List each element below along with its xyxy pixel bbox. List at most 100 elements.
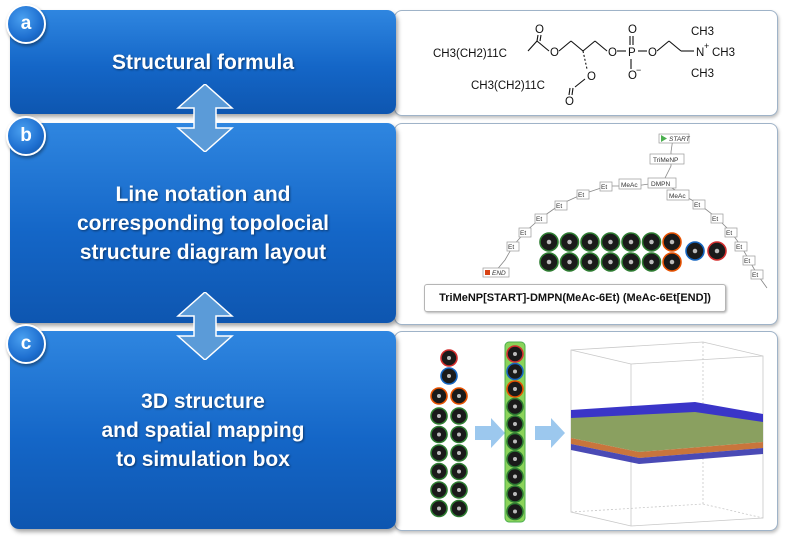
column-bead-core: [457, 414, 461, 418]
column-bead-core: [457, 506, 461, 511]
formula-O-ester2: O: [587, 71, 596, 83]
node-et-7: Et: [694, 202, 700, 209]
column-bead-head-core: [447, 356, 451, 360]
bead-column-right: [506, 345, 524, 521]
grid-bead-core: [587, 239, 593, 245]
formula-O-phos-bottom: O: [628, 70, 637, 82]
column-bead-core: [513, 439, 517, 444]
structural-formula-panel: CH3(CH2)11C CH3(CH2)11C O O O O O O P O …: [394, 10, 778, 116]
column-bead-blue-core: [447, 374, 451, 378]
badge-b: b: [6, 116, 46, 156]
formula-plus: +: [704, 41, 709, 51]
node-et-6: Et: [508, 244, 514, 251]
badge-a-letter: a: [20, 13, 32, 34]
node-et-12: Et: [752, 272, 758, 279]
column-bead-core: [437, 488, 441, 492]
column-bead-core: [437, 432, 441, 437]
formula-O-bottom: O: [565, 96, 574, 108]
column-bead-core: [513, 474, 517, 479]
node-et-3: Et: [556, 203, 562, 210]
grid-bead-core: [669, 239, 675, 245]
column-bead-core: [437, 469, 441, 474]
node-et-8: Et: [712, 216, 718, 223]
panel-c: 3D structure and spatial mapping to simu…: [10, 331, 396, 529]
formula-O-ester1: O: [550, 47, 559, 59]
arrow-right-1: [475, 418, 505, 448]
column-bead-core: [513, 492, 517, 496]
node-meac-left: MeAc: [621, 182, 638, 189]
grid-bead-core: [567, 239, 572, 245]
panel-b-label: Line notation and corresponding topoloci…: [76, 182, 329, 264]
formula-methyl-top: CH3: [691, 26, 714, 38]
badge-a: a: [6, 4, 46, 44]
line-notation-text: TriMeNP[START]-DMPN(MeAc-6Et) (MeAc-6Et[…: [439, 292, 711, 304]
badge-b-letter: b: [20, 125, 32, 146]
column-bead-core: [457, 488, 461, 492]
grid-bead-core: [608, 259, 613, 265]
badge-c-letter: c: [20, 333, 32, 354]
column-bead-core: [513, 457, 517, 461]
column-bead-core: [513, 509, 517, 514]
node-trimenp: TriMeNP: [653, 157, 678, 164]
line-notation-box: TriMeNP[START]-DMPN(MeAc-6Et) (MeAc-6Et[…: [424, 284, 726, 312]
panel-a-label: Structural formula: [111, 50, 295, 74]
formula-O-top: O: [535, 24, 544, 36]
formula-chain-lower: CH3(CH2)11C: [471, 80, 545, 92]
node-et-11: Et: [744, 258, 750, 265]
node-et-2: Et: [578, 192, 584, 199]
column-bead-core: [457, 469, 461, 474]
column-bead-core: [457, 394, 461, 398]
formula-N: N: [696, 47, 704, 59]
grid-bead-blue-core: [692, 248, 698, 254]
node-et-5: Et: [520, 230, 526, 237]
node-start: START: [669, 136, 691, 143]
bead-grid: [539, 232, 727, 272]
double-arrow-bc: [176, 292, 234, 360]
grid-bead-red-core: [714, 248, 720, 254]
spatial-mapping-drawing: [430, 341, 764, 527]
formula-O-phos-top: O: [628, 24, 637, 36]
node-dmpn: DMPN: [651, 181, 670, 188]
node-et-4: Et: [536, 216, 542, 223]
column-bead-core: [457, 432, 461, 437]
node-et-1: Et: [601, 184, 607, 191]
node-et-10: Et: [736, 244, 742, 251]
formula-chain-upper: CH3(CH2)11C: [433, 48, 507, 60]
grid-bead-core: [628, 239, 634, 245]
grid-bead-core: [649, 239, 654, 245]
arrow-right-2: [535, 418, 565, 448]
structural-formula-drawing: CH3(CH2)11C CH3(CH2)11C O O O O O O P O …: [433, 24, 735, 108]
column-bead-core: [513, 422, 517, 426]
column-bead-core: [513, 387, 517, 391]
node-end: END: [492, 270, 506, 277]
bead-column-left: [430, 349, 468, 518]
grid-bead-core: [608, 239, 613, 245]
panel-c-label: 3D structure and spatial mapping to simu…: [101, 389, 305, 471]
grid-bead-core: [649, 259, 654, 265]
grid-bead-core: [567, 259, 572, 265]
column-bead-core: [437, 506, 441, 511]
formula-minus: −: [636, 65, 641, 75]
formula-O-phos2: O: [648, 47, 657, 59]
spatial-mapping-panel: [394, 331, 778, 531]
membrane: [571, 402, 763, 464]
grid-bead-core: [628, 259, 634, 265]
topology-diagram: START TriMeNP DMPN MeAc MeAc Et Et Et Et…: [482, 133, 768, 289]
grid-bead-core: [546, 239, 552, 245]
badge-c: c: [6, 324, 46, 364]
formula-methyl-bottom: CH3: [691, 68, 714, 80]
column-bead-core: [437, 394, 441, 398]
grid-bead-core: [546, 259, 552, 265]
column-bead-core: [513, 369, 517, 374]
node-et-9: Et: [726, 230, 732, 237]
grid-bead-core: [669, 259, 675, 265]
column-bead-core: [437, 451, 441, 455]
formula-P: P: [628, 47, 636, 59]
column-bead-core: [513, 352, 517, 356]
column-bead-core: [513, 404, 517, 409]
formula-methyl-right: CH3: [712, 47, 735, 59]
grid-bead-core: [587, 259, 593, 265]
node-meac-right: MeAc: [669, 193, 686, 200]
column-bead-core: [437, 414, 441, 418]
double-arrow-ab: [176, 84, 234, 152]
